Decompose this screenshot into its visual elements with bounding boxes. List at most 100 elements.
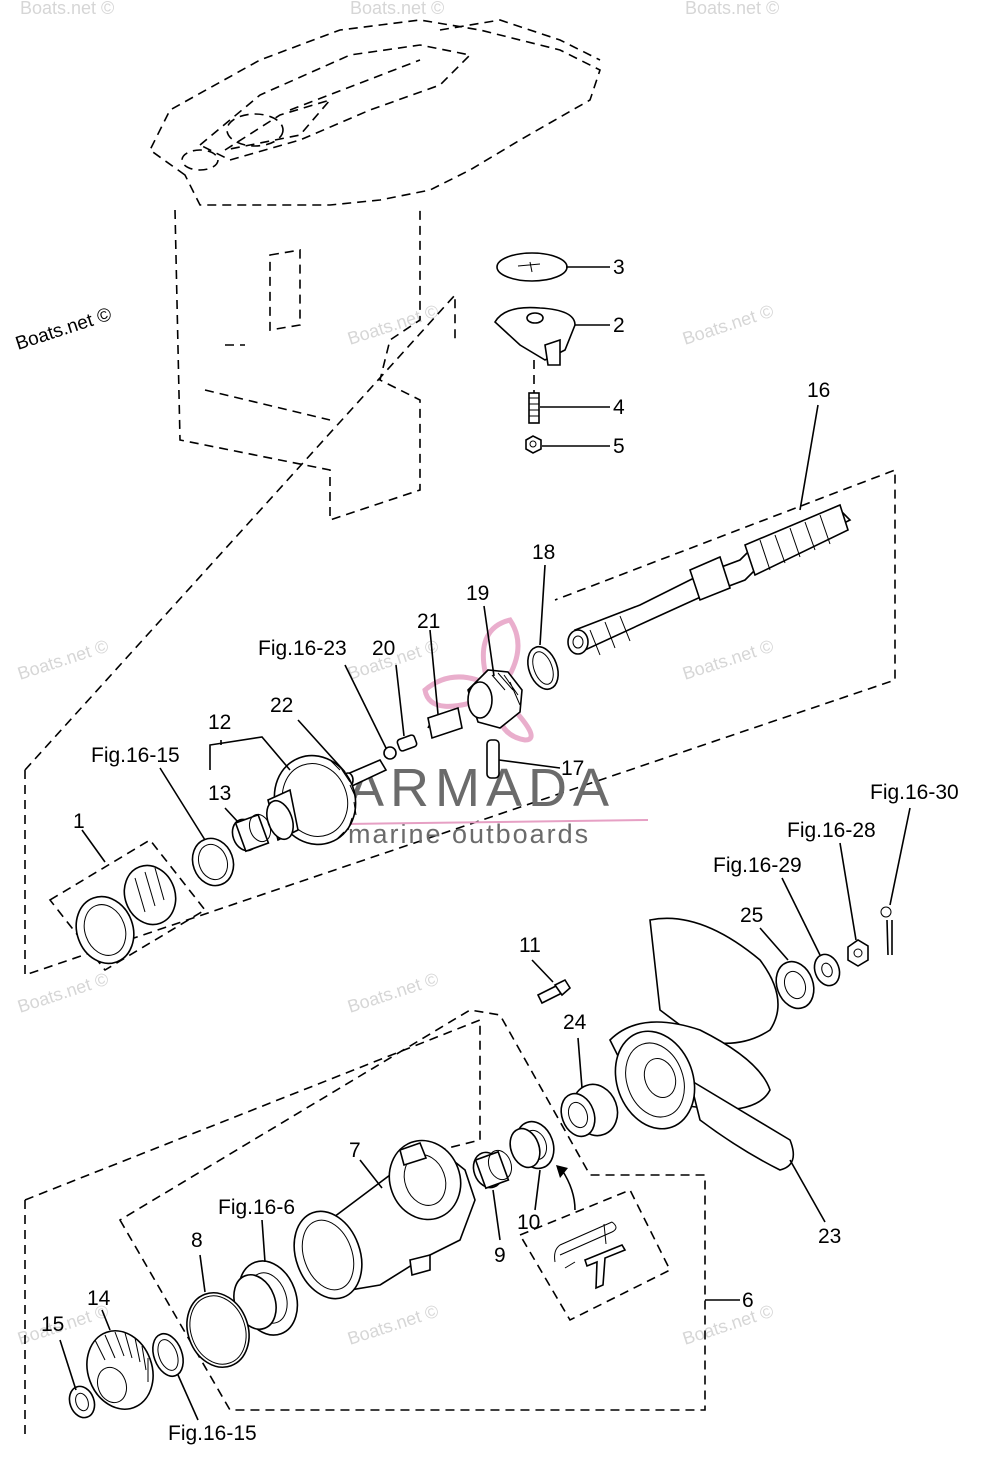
watermark: Boats.net © — [680, 1301, 776, 1349]
callout-23: 23 — [818, 1225, 841, 1248]
leader-lines — [577, 1037, 583, 1089]
arrow-icon — [561, 1169, 576, 1211]
callout-2: 2 — [613, 314, 625, 337]
callout-20: 20 — [372, 637, 395, 660]
part-thrust-bushing — [560, 1083, 619, 1138]
part-forward-gear — [266, 754, 357, 846]
leader-lines — [395, 664, 405, 737]
callout-6: 6 — [742, 1289, 754, 1312]
part-propeller-shaft — [567, 503, 852, 656]
callout-11: 11 — [519, 934, 541, 957]
watermark: Boats.net © — [345, 969, 441, 1017]
part-taper-roller-bearing — [75, 864, 177, 965]
callout-24: 24 — [563, 1011, 587, 1034]
part-o-ring — [186, 1292, 250, 1368]
leader-lines — [101, 1309, 111, 1331]
watermark-layer: Boats.net © Boats.net © Boats.net © Boat… — [13, 0, 779, 1349]
fig-16-15-ref-upper: Fig.16-15 — [91, 744, 180, 767]
leader-lines — [344, 664, 387, 749]
part-thrust-washer — [68, 1385, 96, 1419]
part-washer — [813, 953, 841, 987]
part-needle-bearing — [231, 813, 272, 853]
part-reverse-gear — [86, 1330, 154, 1410]
leader-lines — [199, 1254, 206, 1293]
watermark: Boats.net © — [680, 301, 776, 349]
leader-lines — [540, 266, 610, 447]
leader-lines — [297, 719, 346, 773]
part-cotter-pin — [880, 906, 893, 956]
callout-3: 3 — [613, 256, 625, 279]
part-nut — [525, 435, 542, 454]
callout-7: 7 — [349, 1139, 361, 1162]
part-spring — [427, 706, 463, 740]
part-cross-pin — [486, 739, 500, 779]
part-oil-seal — [509, 1120, 555, 1170]
part-bolt — [536, 978, 572, 1005]
watermark: Boats.net © — [350, 0, 444, 18]
watermark: Boats.net © — [345, 1301, 441, 1349]
callout-22: 22 — [270, 694, 293, 717]
part-castle-nut — [847, 939, 869, 967]
watermark: Boats.net © — [680, 636, 776, 684]
logo-wordmark: ARMADA — [348, 758, 615, 818]
leader-lines — [759, 927, 789, 961]
leader-lines — [498, 759, 561, 769]
part-clutch-dog — [467, 669, 523, 729]
fig-16-30-ref: Fig.16-30 — [870, 781, 959, 804]
watermark: Boats.net © — [15, 969, 111, 1017]
part-ball — [383, 746, 397, 760]
fig-16-15-ref-lower: Fig.16-15 — [168, 1422, 257, 1445]
watermark-main: Boats.net © — [13, 304, 114, 355]
callout-5: 5 — [613, 435, 625, 458]
callout-21: 21 — [417, 610, 440, 633]
bearing-housing-kit-boundary — [118, 1009, 706, 1411]
leader-lines — [261, 1219, 266, 1263]
leader-lines — [799, 404, 819, 511]
leader-lines — [429, 605, 495, 715]
watermark: Boats.net © — [15, 636, 111, 684]
part-anode-cover — [496, 252, 568, 282]
watermark: Boats.net © — [345, 301, 441, 349]
callout-1: 1 — [73, 810, 85, 833]
leader-lines — [789, 1159, 826, 1223]
leader-lines — [534, 1169, 541, 1211]
callout-14: 14 — [87, 1287, 111, 1310]
leader-lines — [889, 807, 911, 906]
detail-inset-boundary — [518, 1188, 672, 1322]
leader-lines — [531, 959, 554, 983]
armada-logo: ARMADA marine outboards — [345, 617, 649, 849]
leader-lines — [159, 767, 206, 841]
callout-18: 18 — [532, 541, 555, 564]
leader-lines — [81, 829, 106, 863]
part-shim — [191, 837, 235, 887]
callout-10: 10 — [517, 1211, 540, 1234]
seal-detail-inset — [554, 1221, 627, 1290]
leader-lines — [839, 842, 857, 941]
part-stud-bolt — [528, 392, 540, 424]
part-spacer — [775, 960, 815, 1010]
arrow-icon — [556, 1165, 568, 1178]
leader-lines — [539, 564, 546, 646]
lower-casing-outline — [148, 19, 601, 522]
leader-lines — [177, 1374, 199, 1421]
part-slider — [396, 734, 418, 752]
part-shim — [152, 1332, 184, 1378]
upper-assembly-boundary — [24, 292, 896, 977]
callout-12: 12 — [208, 711, 231, 734]
part-anode — [493, 306, 576, 366]
leader-lines — [59, 1339, 77, 1391]
leader-lines — [224, 807, 239, 823]
callout-8: 8 — [191, 1229, 203, 1252]
callout-13: 13 — [208, 782, 231, 805]
callout-labels: 3 2 4 5 16 18 19 21 20 Fig.16-23 22 12 F… — [41, 256, 959, 1445]
fig-16-23-ref: Fig.16-23 — [258, 637, 347, 660]
callout-4: 4 — [613, 396, 625, 419]
fig-16-6-ref: Fig.16-6 — [218, 1196, 295, 1219]
part-needle-bearing — [472, 1149, 513, 1190]
part-propeller-shaft-housing — [293, 1139, 476, 1300]
callout-15: 15 — [41, 1313, 64, 1336]
callout-17: 17 — [561, 757, 584, 780]
leader-lines — [492, 1189, 501, 1241]
leader-lines — [781, 877, 821, 956]
callout-25: 25 — [740, 904, 763, 927]
